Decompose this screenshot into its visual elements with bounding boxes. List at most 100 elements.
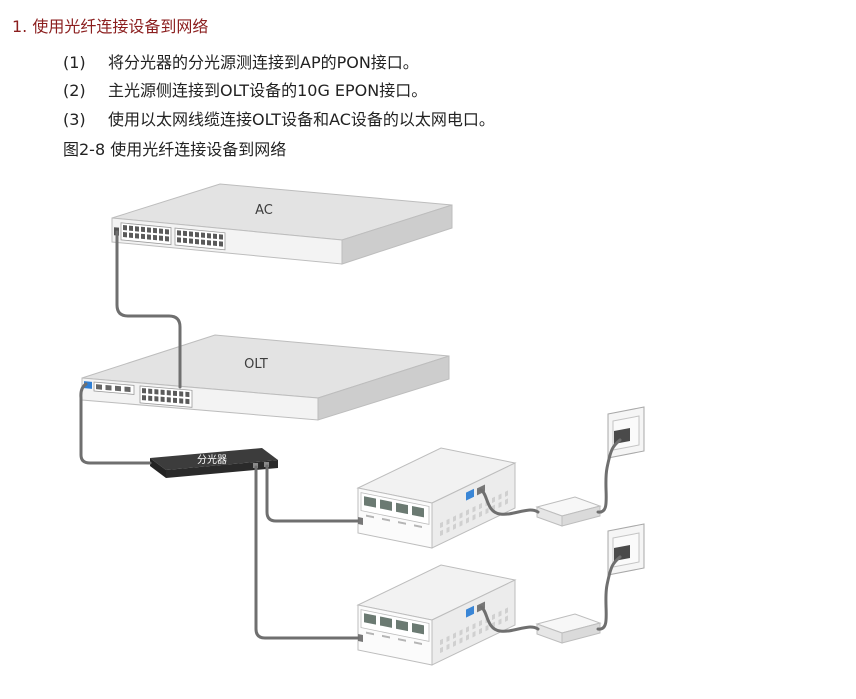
ethernet-port bbox=[123, 232, 127, 238]
ethernet-port bbox=[207, 240, 211, 246]
ethernet-port bbox=[129, 232, 133, 239]
ethernet-port bbox=[165, 236, 169, 242]
olt-side-face bbox=[317, 355, 450, 421]
ap-ethernet-port bbox=[396, 619, 408, 632]
ethernet-port bbox=[141, 226, 145, 233]
ap-port-label bbox=[398, 521, 406, 525]
ap-ethernet-port bbox=[364, 496, 376, 508]
ap-port-label bbox=[382, 634, 390, 639]
splitter-top-face bbox=[150, 448, 278, 470]
vent-slot bbox=[446, 643, 450, 651]
ap-side-face bbox=[431, 579, 516, 666]
ap-to-adapter-cable bbox=[479, 605, 540, 633]
vent-slot bbox=[492, 613, 495, 621]
ethernet-port bbox=[148, 388, 153, 394]
ap-port-label bbox=[414, 641, 422, 645]
ap-ethernet-port bbox=[380, 616, 392, 628]
olt-device: OLT bbox=[81, 334, 450, 421]
fiber-cable-splitter-to-ap-1 bbox=[265, 464, 360, 523]
ap-blue-port bbox=[466, 488, 474, 501]
splitter-output-port-1 bbox=[253, 463, 258, 468]
vent-slot bbox=[440, 638, 443, 646]
vent-slot bbox=[446, 518, 450, 526]
ethernet-port bbox=[166, 390, 171, 396]
step-text: 将分光器的分光源测连接到AP的PON接口。 bbox=[108, 53, 419, 72]
ethernet-port bbox=[173, 397, 177, 404]
ethernet-port bbox=[154, 396, 159, 402]
ethernet-port bbox=[141, 233, 145, 240]
vent-slot bbox=[505, 615, 508, 622]
ethernet-cable-ac-to-olt bbox=[115, 230, 182, 389]
adapter-to-socket-cable bbox=[596, 555, 622, 631]
ethernet-port bbox=[195, 231, 199, 238]
ethernet-port bbox=[123, 225, 127, 231]
vent-slot bbox=[453, 632, 456, 639]
vent-slot bbox=[479, 627, 482, 635]
ap-port-label bbox=[366, 514, 374, 519]
adapter-side-face bbox=[561, 622, 601, 644]
ethernet-port bbox=[185, 391, 190, 398]
ac-port-bay-2 bbox=[174, 227, 226, 251]
vent-slot bbox=[485, 507, 489, 515]
ap-port-label bbox=[366, 631, 374, 636]
fiber-cable-olt-to-splitter bbox=[79, 382, 152, 465]
vent-slot bbox=[466, 517, 469, 524]
ap-to-adapter-cable bbox=[479, 488, 540, 516]
ap-ethernet-port bbox=[396, 502, 408, 515]
power-adapter-1 bbox=[535, 496, 602, 527]
ap-pon-connector bbox=[358, 634, 363, 643]
vent-slot bbox=[505, 607, 508, 614]
ethernet-port bbox=[154, 389, 159, 395]
ap-side-face bbox=[431, 462, 516, 549]
step-number: (3) bbox=[63, 110, 86, 129]
vent-slot bbox=[453, 523, 456, 530]
ethernet-port bbox=[183, 237, 187, 244]
vent-slot bbox=[446, 526, 450, 534]
step-item-1: (1)将分光器的分光源测连接到AP的PON接口。 bbox=[63, 52, 419, 74]
ap-port-bay bbox=[360, 492, 430, 525]
ap-port-panel bbox=[358, 609, 430, 645]
access-point-2 bbox=[356, 564, 517, 666]
adapter-side-face bbox=[561, 505, 601, 527]
ap-port-bay bbox=[360, 609, 430, 642]
ap-side-panel bbox=[440, 601, 508, 654]
vent-slot bbox=[472, 514, 476, 521]
vent-slot bbox=[466, 626, 469, 633]
vent-slot bbox=[505, 498, 508, 505]
uplink-port bbox=[105, 384, 112, 391]
ethernet-port bbox=[185, 398, 190, 405]
ap-port-label bbox=[414, 524, 422, 528]
step-item-2: (2)主光源侧连接到OLT设备的10G EPON接口。 bbox=[63, 80, 427, 102]
vent-slot bbox=[472, 623, 476, 630]
ap-port-panel bbox=[358, 492, 430, 528]
ap-ethernet-port bbox=[380, 499, 392, 511]
ap-port-label bbox=[382, 517, 390, 522]
ethernet-port bbox=[159, 235, 163, 241]
ethernet-port bbox=[189, 238, 193, 244]
ac-label: AC bbox=[255, 203, 273, 218]
ethernet-port bbox=[177, 237, 181, 243]
ap-ethernet-port bbox=[412, 622, 424, 635]
fiber-cable-splitter-to-ap-2 bbox=[254, 465, 360, 640]
ethernet-port bbox=[129, 225, 133, 232]
figure-caption: 图2-8 使用光纤连接设备到网络 bbox=[63, 140, 287, 159]
ac-device: AC bbox=[111, 183, 453, 265]
section-heading: 1. 使用光纤连接设备到网络 bbox=[12, 17, 209, 36]
vent-slot bbox=[498, 493, 502, 500]
vent-slot bbox=[459, 512, 463, 519]
ethernet-port bbox=[160, 396, 165, 402]
ethernet-port bbox=[179, 398, 184, 404]
ethernet-port bbox=[173, 390, 177, 397]
vent-slot bbox=[440, 646, 443, 654]
ethernet-port bbox=[189, 231, 193, 237]
step-item-3: (3)使用以太网线缆连接OLT设备和AC设备的以太网电口。 bbox=[63, 109, 495, 131]
ethernet-port bbox=[165, 229, 169, 235]
ethernet-port bbox=[142, 395, 146, 401]
step-number: (2) bbox=[63, 81, 86, 100]
access-point-1 bbox=[356, 447, 517, 549]
ethernet-port bbox=[160, 389, 165, 395]
ethernet-port bbox=[219, 234, 223, 240]
ap-ethernet-port bbox=[412, 505, 424, 518]
ap-pon-connector bbox=[358, 517, 363, 526]
